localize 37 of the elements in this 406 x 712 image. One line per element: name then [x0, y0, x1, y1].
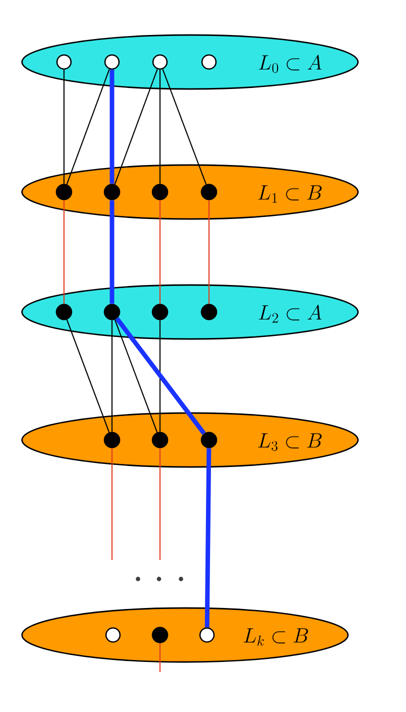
- open-vertex: [56, 54, 72, 70]
- edge-line: [208, 200, 210, 304]
- edge-line: [66, 69, 110, 184]
- path-line: [204, 448, 212, 628]
- edge-line: [159, 320, 161, 432]
- edge-line: [111, 320, 113, 432]
- edge-line: [66, 320, 110, 433]
- open-vertex: [104, 54, 120, 70]
- open-vertex: [201, 54, 217, 70]
- edge-line: [111, 448, 113, 560]
- filled-vertex: [152, 184, 168, 200]
- edge-line: [159, 200, 161, 304]
- edge-line: [63, 70, 65, 184]
- open-vertex: [152, 54, 168, 70]
- edge-line: [159, 70, 161, 184]
- edge-line: [63, 200, 65, 304]
- filled-vertex: [56, 184, 72, 200]
- path-line: [110, 200, 114, 304]
- filled-vertex: [152, 626, 168, 644]
- filled-vertex: [200, 304, 218, 320]
- open-vertex: [199, 627, 215, 643]
- filled-vertex: [56, 304, 72, 320]
- filled-vertex: [200, 184, 218, 200]
- edge-line: [159, 643, 161, 672]
- filled-vertex: [104, 304, 120, 320]
- edge-line: [114, 69, 158, 184]
- path-line: [115, 317, 206, 435]
- path-line: [110, 70, 114, 184]
- filled-vertex: [152, 432, 168, 448]
- edge-line: [162, 68, 207, 185]
- edge-line: [114, 320, 158, 433]
- edge-line: [159, 448, 161, 560]
- filled-vertex: [152, 304, 168, 320]
- filled-vertex: [104, 184, 120, 200]
- filled-vertex: [200, 432, 218, 448]
- open-vertex: [105, 627, 121, 643]
- filled-vertex: [104, 432, 120, 448]
